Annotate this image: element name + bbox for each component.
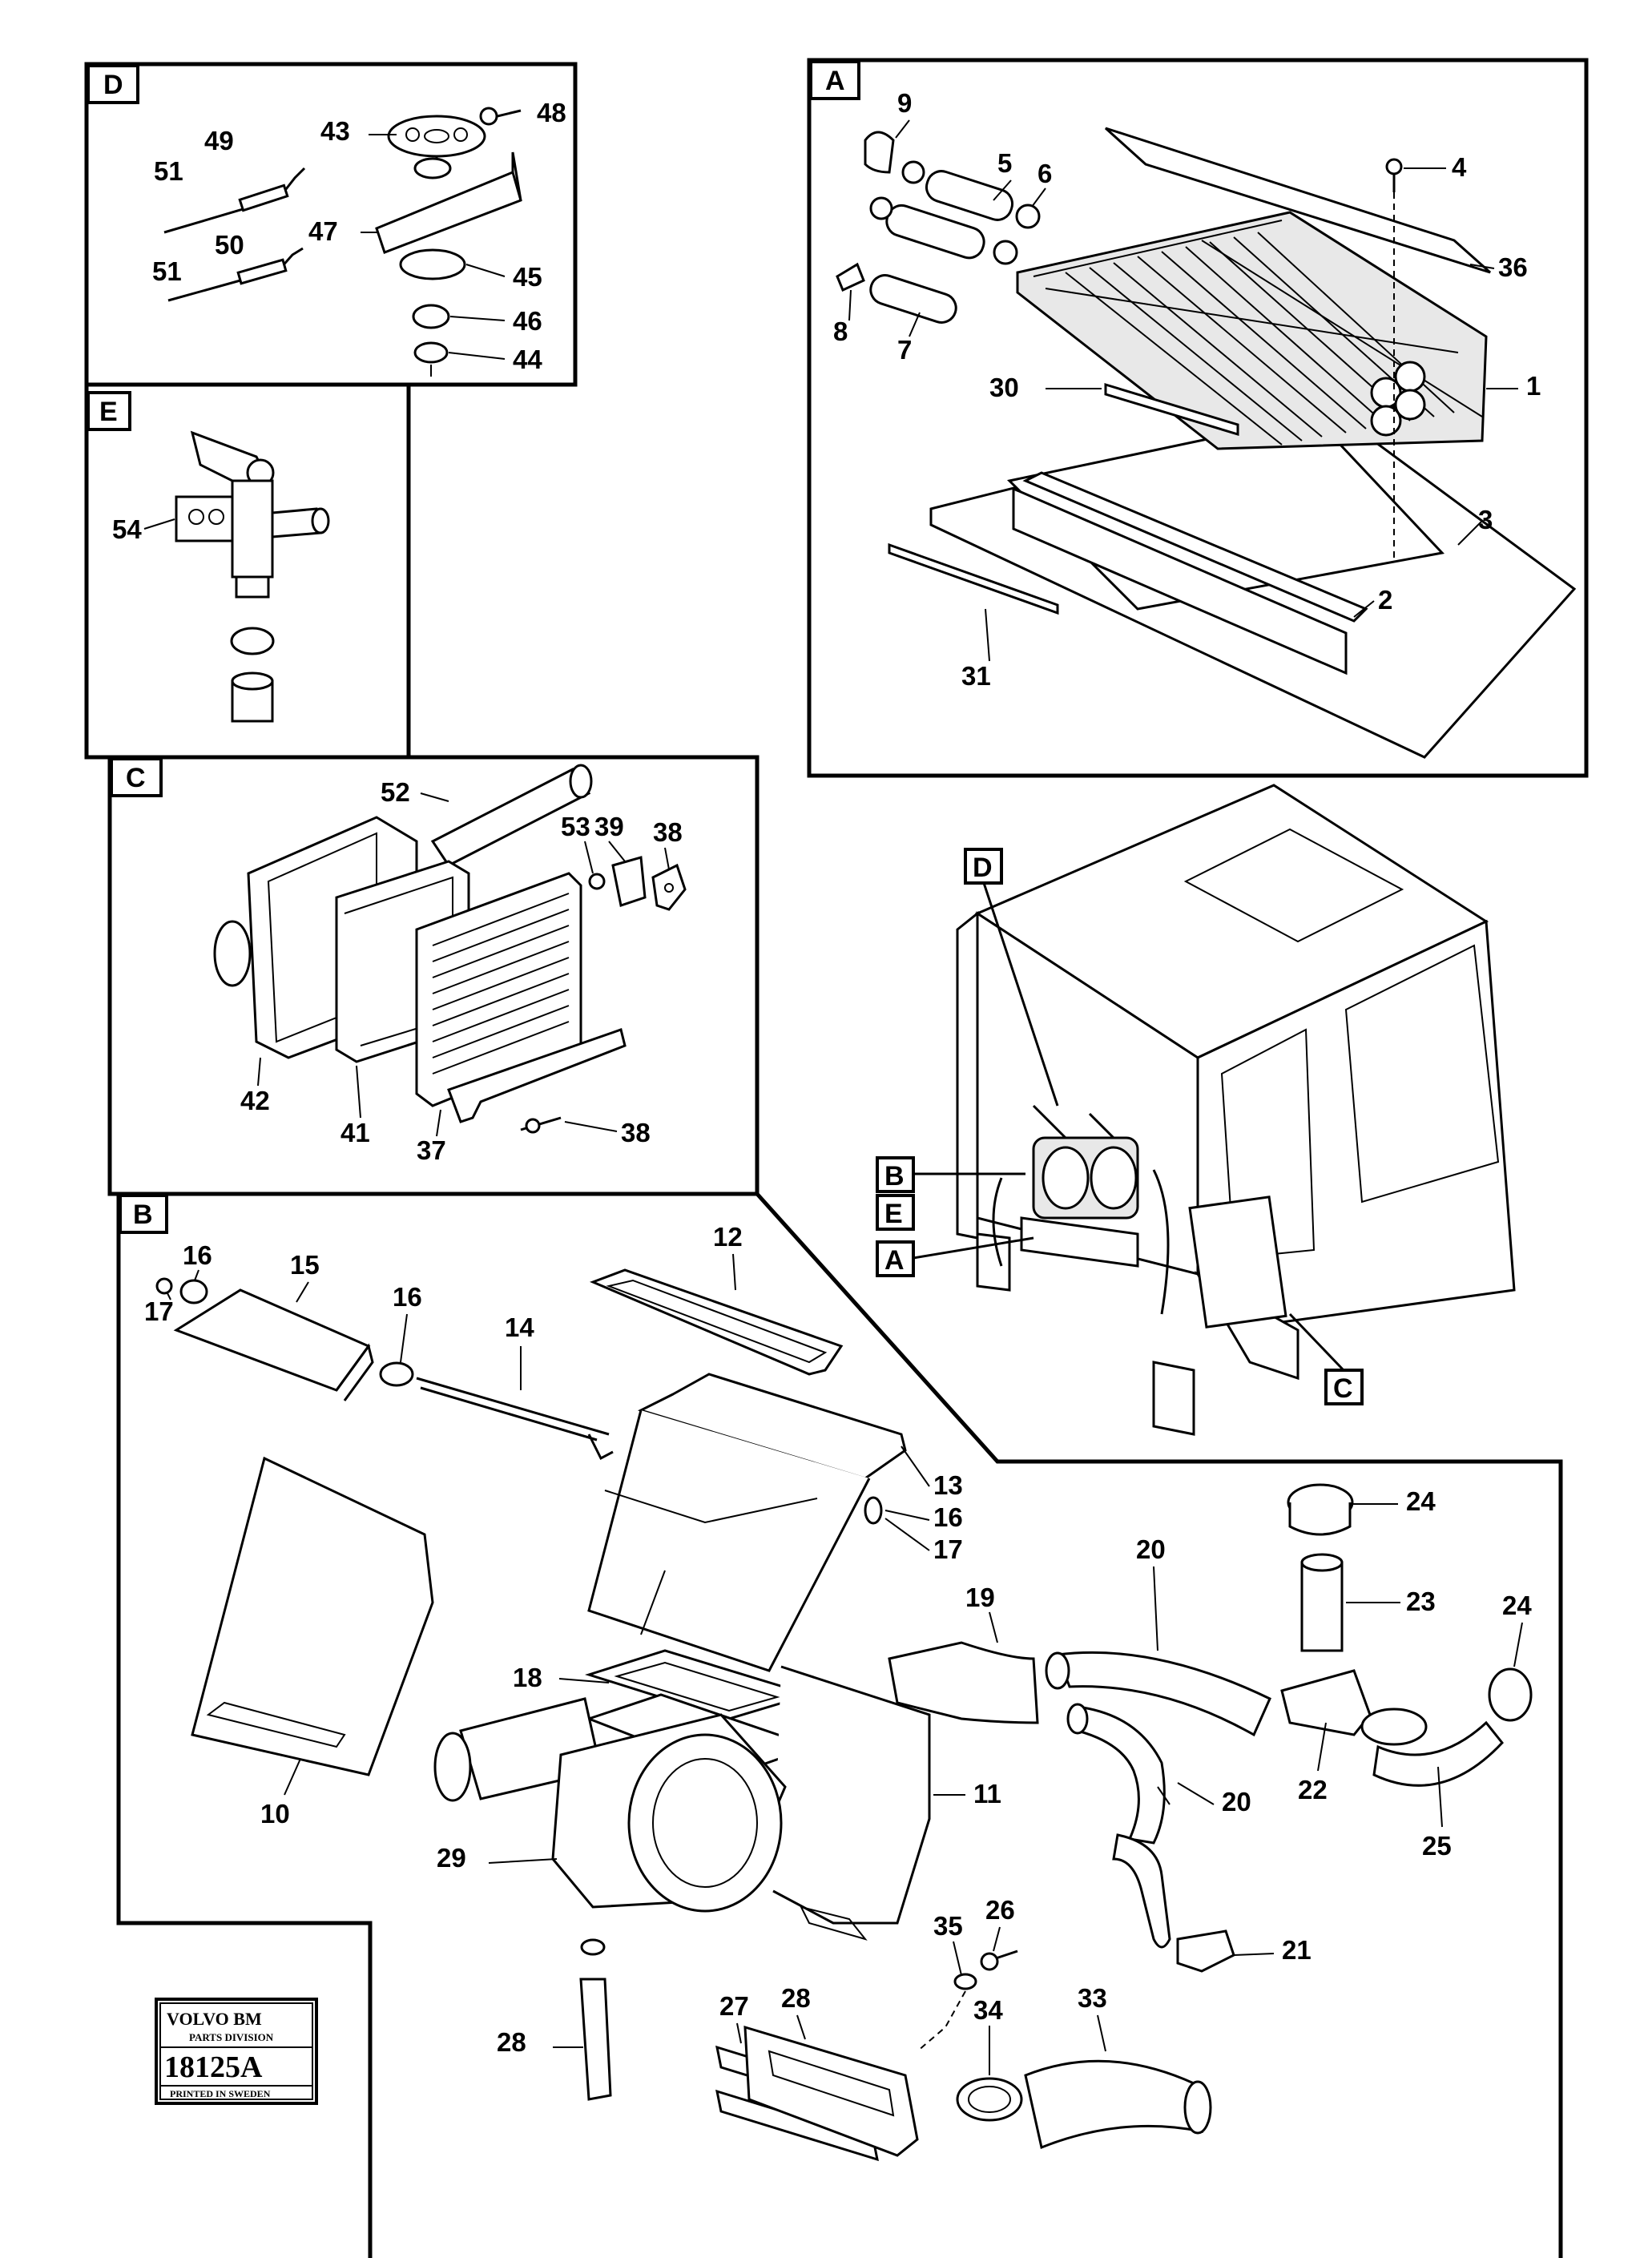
part-number-51: 51 [152, 256, 182, 286]
part-number-32: 29 [437, 1843, 466, 1873]
part-number-30: 30 [989, 373, 1019, 402]
section-tags: D E A C B [87, 60, 860, 1234]
section-b-labels: 16 17 15 16 14 12 13 16 17 18 19 20 24 2… [144, 1222, 1532, 2075]
part-number-17: 17 [933, 1534, 963, 1564]
parts-stamp: VOLVO BM PARTS DIVISION 18125A PRINTED I… [155, 1998, 318, 2105]
section-label-d: D [103, 70, 123, 100]
part-number-8: 8 [833, 317, 848, 346]
section-label-b: B [133, 1200, 153, 1230]
stamp-division: PARTS DIVISION [189, 2031, 274, 2043]
part-number-38: 38 [621, 1118, 651, 1147]
cab-callout-d: D [973, 853, 993, 883]
section-a-drawing [836, 127, 1577, 759]
part-number-48: 48 [537, 98, 566, 127]
part-number-20: 20 [1222, 1787, 1251, 1816]
part-number-13: 13 [933, 1470, 963, 1500]
part-number-18: 18 [513, 1663, 542, 1692]
part-number-27: 27 [719, 1991, 749, 2021]
part-number-12: 12 [713, 1222, 743, 1252]
part-number-47: 47 [308, 216, 338, 246]
part-number-41: 41 [340, 1118, 370, 1147]
stamp-number: 18125A [164, 2050, 263, 2084]
stamp-printed: PRINTED IN SWEDEN [170, 2088, 271, 2099]
part-number-23: 23 [1406, 1587, 1436, 1616]
part-number-37: 37 [417, 1135, 446, 1165]
part-number-40: 39 [594, 812, 624, 841]
part-number-24: 24 [1502, 1591, 1532, 1620]
part-number-19: 19 [965, 1583, 995, 1612]
part-number-4: 4 [1452, 152, 1467, 182]
cab-callout-b: B [884, 1161, 905, 1191]
part-number-42: 42 [240, 1086, 270, 1115]
part-number-5: 5 [997, 148, 1012, 178]
part-number-39: 38 [653, 817, 683, 847]
part-number-14: 14 [505, 1312, 534, 1342]
part-number-24: 24 [1406, 1486, 1436, 1516]
part-number-6: 6 [1038, 159, 1052, 188]
section-c-drawing [213, 764, 687, 1134]
part-number-7: 7 [897, 335, 912, 365]
cab-callouts: D B E A C [876, 848, 1364, 1405]
part-number-46: 46 [513, 306, 542, 336]
part-number-28: 28 [781, 1983, 811, 2013]
frame-section-d [84, 62, 578, 387]
part-number-9: 9 [897, 88, 912, 118]
part-number-36: 36 [1498, 252, 1528, 282]
part-number-16: 16 [933, 1502, 963, 1532]
section-label-a: A [825, 66, 845, 96]
section-d-labels: 51 49 51 50 43 48 47 45 46 44 [152, 98, 566, 374]
part-number-16: 16 [393, 1282, 422, 1312]
part-number-50: 51 [154, 156, 183, 186]
part-number-25: 25 [1422, 1831, 1452, 1861]
cab-overview [956, 784, 1516, 1436]
part-number-22: 22 [1298, 1775, 1328, 1804]
section-label-c: C [126, 763, 146, 793]
part-number-10: 10 [260, 1799, 290, 1829]
section-b-drawing [155, 1268, 1533, 2162]
section-e-drawing [175, 430, 330, 723]
part-number-35: 35 [933, 1911, 963, 1941]
part-number-29: 28 [497, 2027, 526, 2057]
part-number-11: 11 [973, 1779, 1001, 1808]
part-number-33: 33 [1078, 1983, 1107, 2013]
frame-section-b [116, 1192, 1563, 2258]
section-frames [84, 58, 1589, 2258]
part-number-16: 16 [183, 1240, 212, 1270]
part-number-54: 54 [112, 514, 142, 544]
section-d-drawing [163, 107, 522, 377]
section-label-e: E [99, 397, 118, 427]
part-number-1: 1 [1526, 371, 1541, 401]
part-number-49: 49 [204, 126, 234, 155]
frame-section-a [807, 58, 1589, 778]
part-number-43: 43 [320, 116, 350, 146]
part-number-45: 45 [513, 262, 542, 292]
stamp-brand: VOLVO BM [167, 2009, 262, 2029]
part-number-15: 15 [290, 1250, 320, 1280]
part-number-44: 44 [513, 345, 542, 374]
part-number-2: 2 [1378, 585, 1392, 615]
part-number-21: 21 [1282, 1935, 1312, 1965]
part-number-20: 20 [1136, 1534, 1166, 1564]
part-number-49: 50 [215, 230, 244, 260]
cab-callout-e: E [884, 1199, 903, 1229]
section-c-labels: 52 53 39 38 42 41 37 38 [240, 777, 683, 1165]
part-number-31: 31 [961, 661, 991, 691]
part-number-17: 17 [144, 1296, 174, 1326]
part-number-26: 26 [985, 1895, 1015, 1925]
part-number-3: 3 [1478, 505, 1493, 534]
part-number-53: 53 [561, 812, 590, 841]
part-number-52: 52 [381, 777, 410, 807]
cab-callout-c: C [1333, 1373, 1353, 1404]
part-number-34: 34 [973, 1995, 1003, 2025]
section-a-labels: 9 5 6 4 36 8 7 30 1 3 2 31 [833, 88, 1541, 691]
cab-callout-a: A [884, 1245, 905, 1276]
